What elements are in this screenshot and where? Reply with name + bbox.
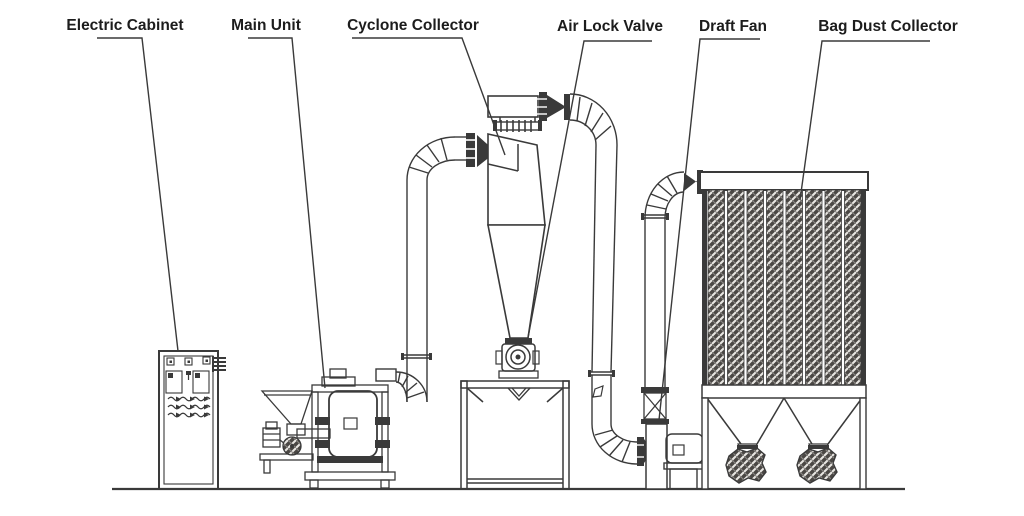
cabinet-terminal-block	[212, 356, 226, 372]
label-bag-dust-collector: Bag Dust Collector	[818, 18, 958, 35]
leader-draft-fan	[658, 38, 760, 421]
main-unit-body	[311, 368, 390, 463]
duct-main-to-cyclone	[375, 133, 496, 403]
leader-electric-cabinet	[97, 37, 179, 352]
riser-flange	[401, 353, 432, 360]
cabinet-meters	[165, 370, 210, 394]
cabinet-vent-louvers	[167, 396, 211, 418]
main-unit-frame	[304, 391, 396, 489]
fan-riser-flange	[641, 213, 669, 220]
draft-fan	[641, 387, 706, 490]
duct-cyclone-to-fan	[569, 93, 653, 466]
label-electric-cabinet: Electric Cabinet	[66, 17, 183, 34]
main-unit-outlet-collar	[375, 368, 397, 382]
collection-bag-left	[725, 447, 767, 484]
label-draft-fan: Draft Fan	[699, 18, 767, 35]
labels: Electric Cabinet Main Unit Cyclone Colle…	[66, 17, 958, 421]
fan-transition-xbrace	[641, 387, 669, 424]
label-group-draft-fan: Draft Fan	[658, 18, 767, 421]
label-cyclone-collector: Cyclone Collector	[347, 17, 479, 34]
collector-hoppers	[706, 397, 863, 453]
cyclone-collector	[487, 92, 570, 339]
label-group-bag-dust-collector: Bag Dust Collector	[799, 18, 958, 201]
downpipe-flange	[588, 370, 615, 377]
collector-leg-right	[859, 397, 867, 490]
leader-air-lock-valve	[526, 40, 652, 344]
damper-handle	[592, 385, 604, 398]
main-unit	[259, 368, 396, 489]
electric-cabinet	[158, 350, 226, 490]
label-group-cyclone-collector: Cyclone Collector	[347, 17, 506, 156]
leader-bag-dust-collector	[799, 40, 930, 201]
collector-bottom-band	[701, 384, 867, 399]
leader-cyclone-collector	[352, 37, 506, 156]
collection-bag-right	[796, 447, 838, 484]
cyclone-cone	[487, 224, 546, 339]
cyclone-bolted-ring	[493, 120, 542, 132]
label-air-lock-valve: Air Lock Valve	[557, 18, 663, 35]
main-unit-hopper	[259, 390, 331, 474]
collector-leg-left	[701, 397, 709, 490]
collector-filter-bags	[707, 189, 862, 386]
main-unit-feeder-motor	[262, 421, 286, 448]
label-group-main-unit: Main Unit	[231, 17, 326, 389]
air-lock-valve-stand	[460, 380, 570, 490]
label-group-electric-cabinet: Electric Cabinet	[66, 17, 184, 352]
fan-casing	[645, 423, 668, 490]
cyclone-inlet-flange	[464, 133, 496, 167]
cabinet-indicator-lights	[166, 356, 211, 366]
cyclone-body	[487, 133, 546, 226]
cyclone-outlet-flange	[537, 92, 570, 121]
label-group-air-lock-valve: Air Lock Valve	[526, 18, 663, 344]
fan-motor	[663, 433, 706, 490]
bag-dust-collector	[699, 171, 869, 490]
label-main-unit: Main Unit	[231, 17, 301, 34]
leader-main-unit	[248, 37, 326, 389]
air-lock-valve	[495, 338, 540, 379]
cyclone-outlet-box	[487, 95, 539, 118]
collector-header-box	[699, 171, 869, 191]
